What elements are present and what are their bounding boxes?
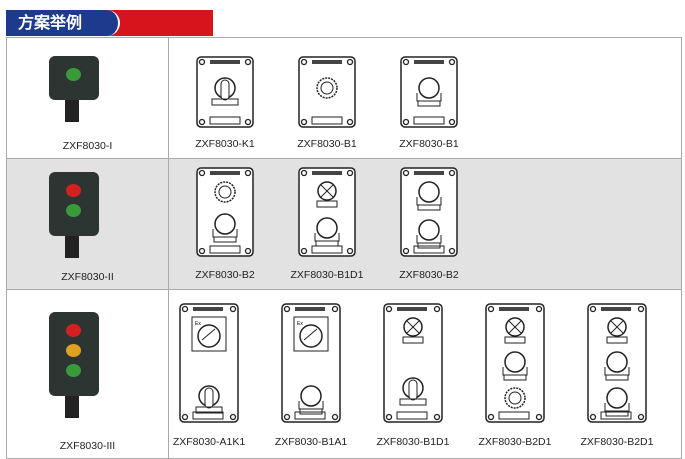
panel-label: ZXF8030-B1 [399, 138, 459, 150]
panel-label: ZXF8030-K1 [195, 138, 255, 150]
panel-label: ZXF8030-B1 [297, 138, 357, 150]
model-label: ZXF8030-II [61, 271, 114, 283]
panel-diagram [400, 56, 458, 133]
indicator-light [66, 344, 81, 357]
enclosure-image [49, 312, 99, 396]
panel-diagram [196, 56, 254, 133]
indicator-light [66, 68, 81, 81]
section-header: 方案举例 [6, 10, 213, 36]
panel-diagram [383, 303, 443, 428]
cable-gland [65, 100, 79, 122]
model-label: ZXF8030-I [62, 140, 113, 152]
svg-text:Ex: Ex [195, 321, 201, 327]
enclosure-cell: ZXF8030-II [7, 159, 169, 289]
panel-label: ZXF8030-B1D1 [290, 269, 364, 281]
scheme-row: ZXF8030-I ZXF8030-K1 ZXF8030-B1 ZXF8030-B1 [7, 38, 681, 159]
enclosure-cell: ZXF8030-I [7, 38, 169, 158]
cable-gland [65, 396, 79, 418]
enclosure-cell: ZXF8030-III [7, 290, 169, 458]
panel-diagram [196, 167, 254, 262]
panel-cell: ZXF8030-B2 ZXF8030-B1D1 ZXF8030-B2 [169, 159, 681, 289]
panel-label: ZXF8030-A1K1 [172, 436, 246, 448]
model-label: ZXF8030-III [59, 440, 116, 452]
svg-text:Ex: Ex [297, 321, 303, 327]
panel-label: ZXF8030-B2D1 [478, 436, 552, 448]
panel-diagram: Ex [179, 303, 239, 428]
panel-diagram [485, 303, 545, 428]
panel-cell: ZXF8030-K1 ZXF8030-B1 ZXF8030-B1 [169, 38, 681, 158]
panel-label: ZXF8030-B1A1 [274, 436, 348, 448]
panel-label: ZXF8030-B2 [195, 269, 255, 281]
enclosure-image [49, 56, 99, 100]
cable-gland [65, 236, 79, 258]
panel-diagram [298, 167, 356, 262]
panel-label: ZXF8030-B1D1 [376, 436, 450, 448]
indicator-light [66, 204, 81, 217]
panel-diagram [298, 56, 356, 133]
panel-label: ZXF8030-B2 [399, 269, 459, 281]
panel-label: ZXF8030-B2D1 [580, 436, 654, 448]
indicator-light [66, 364, 81, 377]
enclosure-image [49, 172, 99, 236]
panel-diagram: Ex [281, 303, 341, 428]
panel-diagram [400, 167, 458, 262]
panel-diagram [587, 303, 647, 428]
indicator-light [66, 324, 81, 337]
section-title: 方案举例 [6, 10, 120, 36]
indicator-light [66, 184, 81, 197]
